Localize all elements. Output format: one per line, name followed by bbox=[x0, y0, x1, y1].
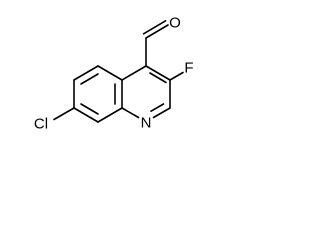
bond-c4a-c5 bbox=[97, 65, 123, 81]
bond-c2-n1-double bbox=[150, 103, 165, 112]
bond-cho-o-double-2 bbox=[142, 19, 167, 35]
bond-c5-c6-double bbox=[80, 73, 99, 85]
bond-c7-cl bbox=[53, 107, 75, 121]
atom-label-nitrogen: N bbox=[141, 115, 152, 132]
bond-cho-o-double-1 bbox=[145, 24, 169, 39]
chemical-structure-drawing: O F Cl N bbox=[34, 15, 194, 133]
bond-n1-c8a bbox=[121, 107, 140, 119]
bond-c7-c8 bbox=[73, 107, 99, 123]
bond-c4-c3-double bbox=[149, 72, 167, 84]
bond-c5-c6 bbox=[73, 65, 99, 81]
bond-c2-n1 bbox=[152, 107, 171, 119]
atom-label-oxygen: O bbox=[169, 15, 181, 32]
bond-c4-c4a bbox=[121, 65, 147, 81]
bond-c8-c8a bbox=[97, 107, 123, 123]
bond-c4-c3 bbox=[145, 65, 171, 81]
atom-label-fluorine: F bbox=[184, 60, 193, 77]
bond-c3-f bbox=[169, 71, 184, 81]
bond-c7-c8-double bbox=[80, 103, 99, 115]
atom-label-chlorine: Cl bbox=[34, 116, 48, 133]
